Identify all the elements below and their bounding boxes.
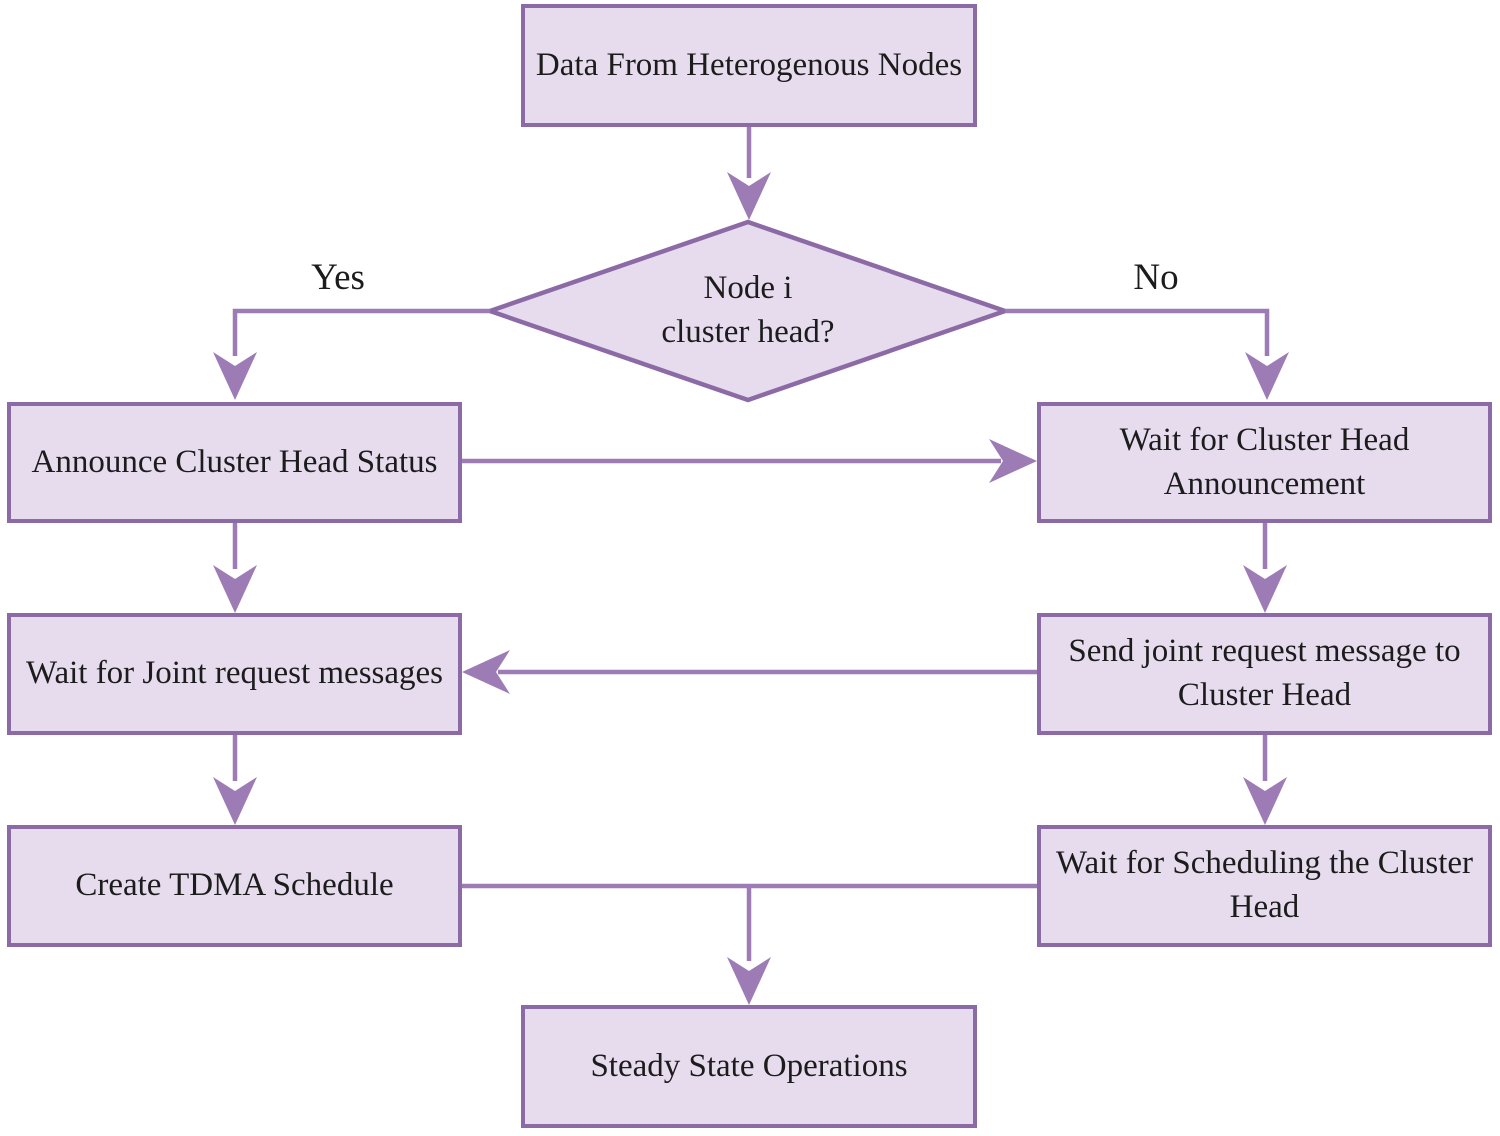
node-wait-for-cluster-head-announcement: Wait for Cluster Head Announcement <box>1037 402 1492 523</box>
node-wait-scheduling-label: Wait for Scheduling the Cluster Head <box>1055 845 1474 925</box>
node-announce-cluster-head-status: Announce Cluster Head Status <box>7 402 462 523</box>
node-start-label: Data From Heterogenous Nodes <box>535 46 963 83</box>
node-send-joint-label: Send joint request message to Cluster He… <box>1068 633 1461 713</box>
node-start: Data From Heterogenous Nodes <box>521 4 977 127</box>
node-wait-announcement-label: Wait for Cluster Head Announcement <box>1119 421 1410 502</box>
node-wait-for-scheduling-cluster-head: Wait for Scheduling the Cluster Head <box>1037 825 1492 947</box>
node-create-tdma-label: Create TDMA Schedule <box>75 867 394 904</box>
node-steady-label: Steady State Operations <box>590 1047 908 1084</box>
arrowhead-announce-to-wait-joint <box>213 565 257 613</box>
node-announce-label: Announce Cluster Head Status <box>31 443 438 480</box>
arrowhead-wait-joint-to-create-tdma <box>213 777 257 825</box>
node-steady-state-operations: Steady State Operations <box>521 1005 977 1128</box>
edge-decision-no-to-wait-announcement <box>1005 308 1270 356</box>
arrowhead-send-joint-to-wait-scheduling <box>1243 777 1287 825</box>
arrowhead-send-joint-to-wait-joint <box>462 650 510 694</box>
node-wait-joint-label: Wait for Joint request messages <box>25 655 444 692</box>
arrowhead-no-to-wait-announcement <box>1245 352 1289 400</box>
arrowhead-yes-to-announce <box>213 352 257 400</box>
edge-decision-yes-to-announce <box>232 308 490 356</box>
decision-node-label: Node i cluster head? <box>661 270 835 350</box>
arrowhead-announce-to-wait-announcement <box>989 439 1037 483</box>
arrowhead-wait-announcement-to-send-joint <box>1243 565 1287 613</box>
arrowhead-start-to-decision <box>727 172 771 220</box>
node-create-tdma-schedule: Create TDMA Schedule <box>7 825 462 947</box>
edge-label-no: No <box>1133 257 1179 298</box>
node-wait-for-joint-request-messages: Wait for Joint request messages <box>7 613 462 735</box>
decision-diamond-shape <box>483 219 1012 403</box>
node-send-joint-request-message: Send joint request message to Cluster He… <box>1037 613 1492 735</box>
edge-label-yes: Yes <box>311 257 365 298</box>
arrowhead-to-steady <box>727 957 771 1005</box>
